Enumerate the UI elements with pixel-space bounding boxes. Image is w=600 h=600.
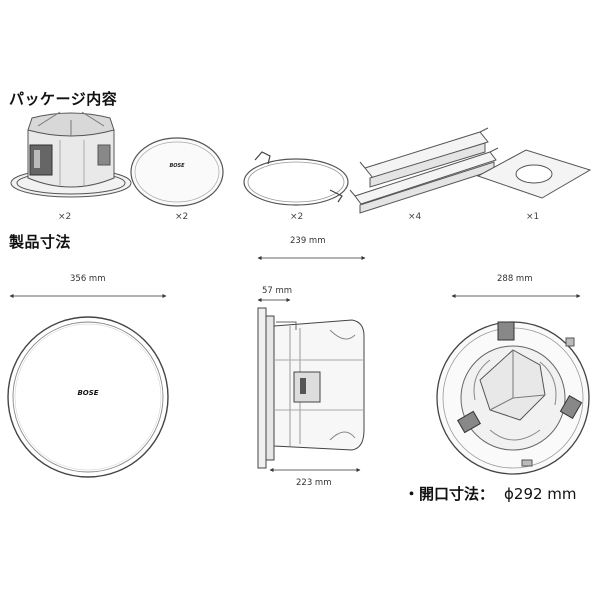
side-width-label: 239 mm [290,236,326,246]
front-view: BOSE [7,294,169,478]
cutout-dimension: ・開口寸法： ϕ292 mm [404,483,577,504]
cutout-label: ・開口寸法： [404,485,495,503]
qty-grille: ×2 [175,212,189,222]
back-view [436,294,590,475]
qty-rail: ×4 [408,212,422,222]
qty-template: ×1 [526,212,540,222]
front-diameter-label: 356 mm [70,274,106,284]
grille-logo: BOSE [169,163,185,169]
cutout-value: ϕ292 mm [504,485,577,503]
front-logo: BOSE [77,389,98,397]
side-body-label: 223 mm [296,478,332,488]
back-diameter-label: 288 mm [497,274,533,284]
qty-speaker: ×2 [58,212,72,222]
qty-ring: ×2 [290,212,304,222]
grille-illustration: BOSE [130,137,224,207]
ring-illustration [243,151,349,206]
side-view [257,256,366,472]
template-illustration [476,149,592,199]
package-contents-heading: パッケージ内容 [9,90,118,108]
side-depth-label: 57 mm [262,286,293,296]
product-dimensions-heading: 製品寸法 [9,233,72,251]
speaker-illustration [10,111,132,198]
rails-illustration [349,127,499,214]
